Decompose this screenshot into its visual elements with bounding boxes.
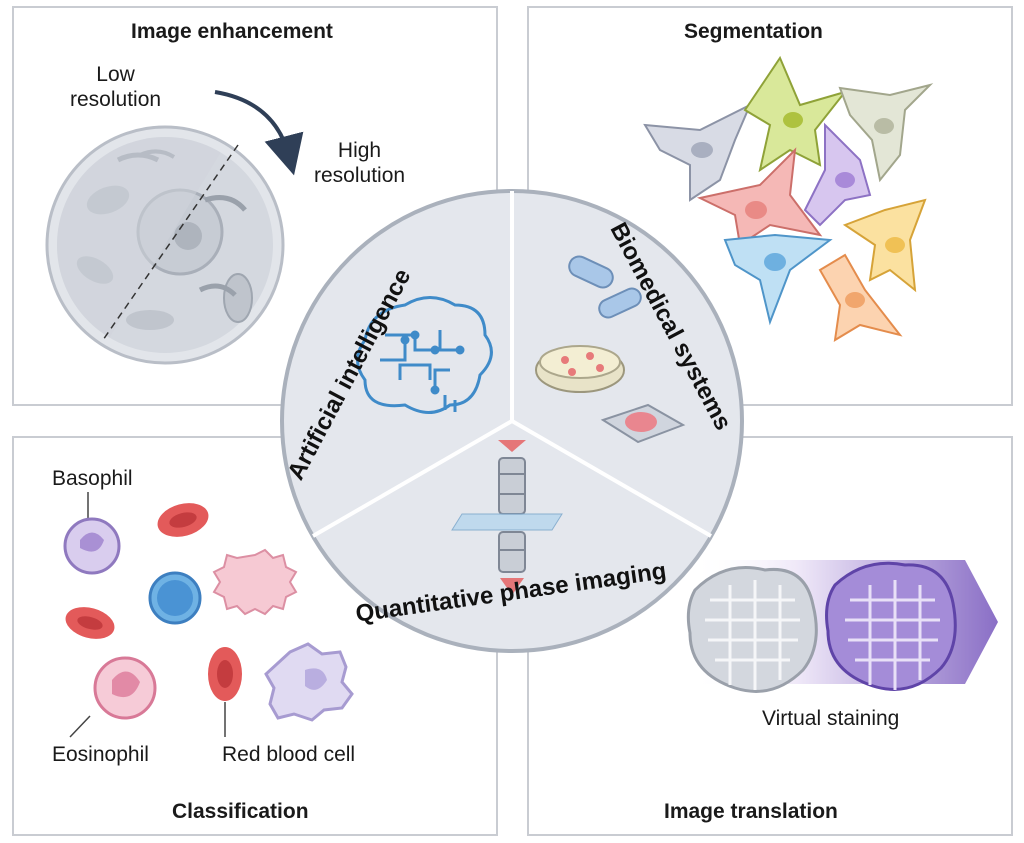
platelet-cluster: [212, 548, 298, 616]
panel-title-image-translation: Image translation: [664, 800, 838, 823]
basophil-label: Basophil: [52, 467, 133, 490]
stained-tissue: [825, 561, 957, 691]
panel-title-classification: Classification: [172, 800, 309, 823]
unstained-tissue: [686, 566, 818, 693]
panel-title-segmentation: Segmentation: [684, 20, 823, 43]
red-blood-cell-label: Red blood cell: [222, 743, 356, 766]
virtual-staining-illustration: [686, 560, 998, 693]
high-resolution-label: High resolution: [314, 139, 406, 188]
virtual-staining-label: Virtual staining: [762, 707, 900, 730]
panel-title-image-enhancement: Image enhancement: [131, 20, 333, 43]
blood-cells-illustration: [63, 492, 354, 738]
segmented-cells-illustration: [643, 55, 934, 342]
eosinophil-label: Eosinophil: [52, 743, 149, 766]
eukaryotic-cell-illustration: [45, 90, 304, 365]
circuit-brain-icon: [356, 296, 493, 414]
microscope-optics-icon: [451, 440, 563, 595]
panel-classification: Classification Basophil Eosinophil Red b…: [12, 436, 498, 836]
central-wheel: Artificial intelligence Biomedical syste…: [280, 189, 744, 653]
biomedical-systems-icon: [535, 255, 686, 444]
low-resolution-label: Low resolution: [70, 63, 162, 112]
